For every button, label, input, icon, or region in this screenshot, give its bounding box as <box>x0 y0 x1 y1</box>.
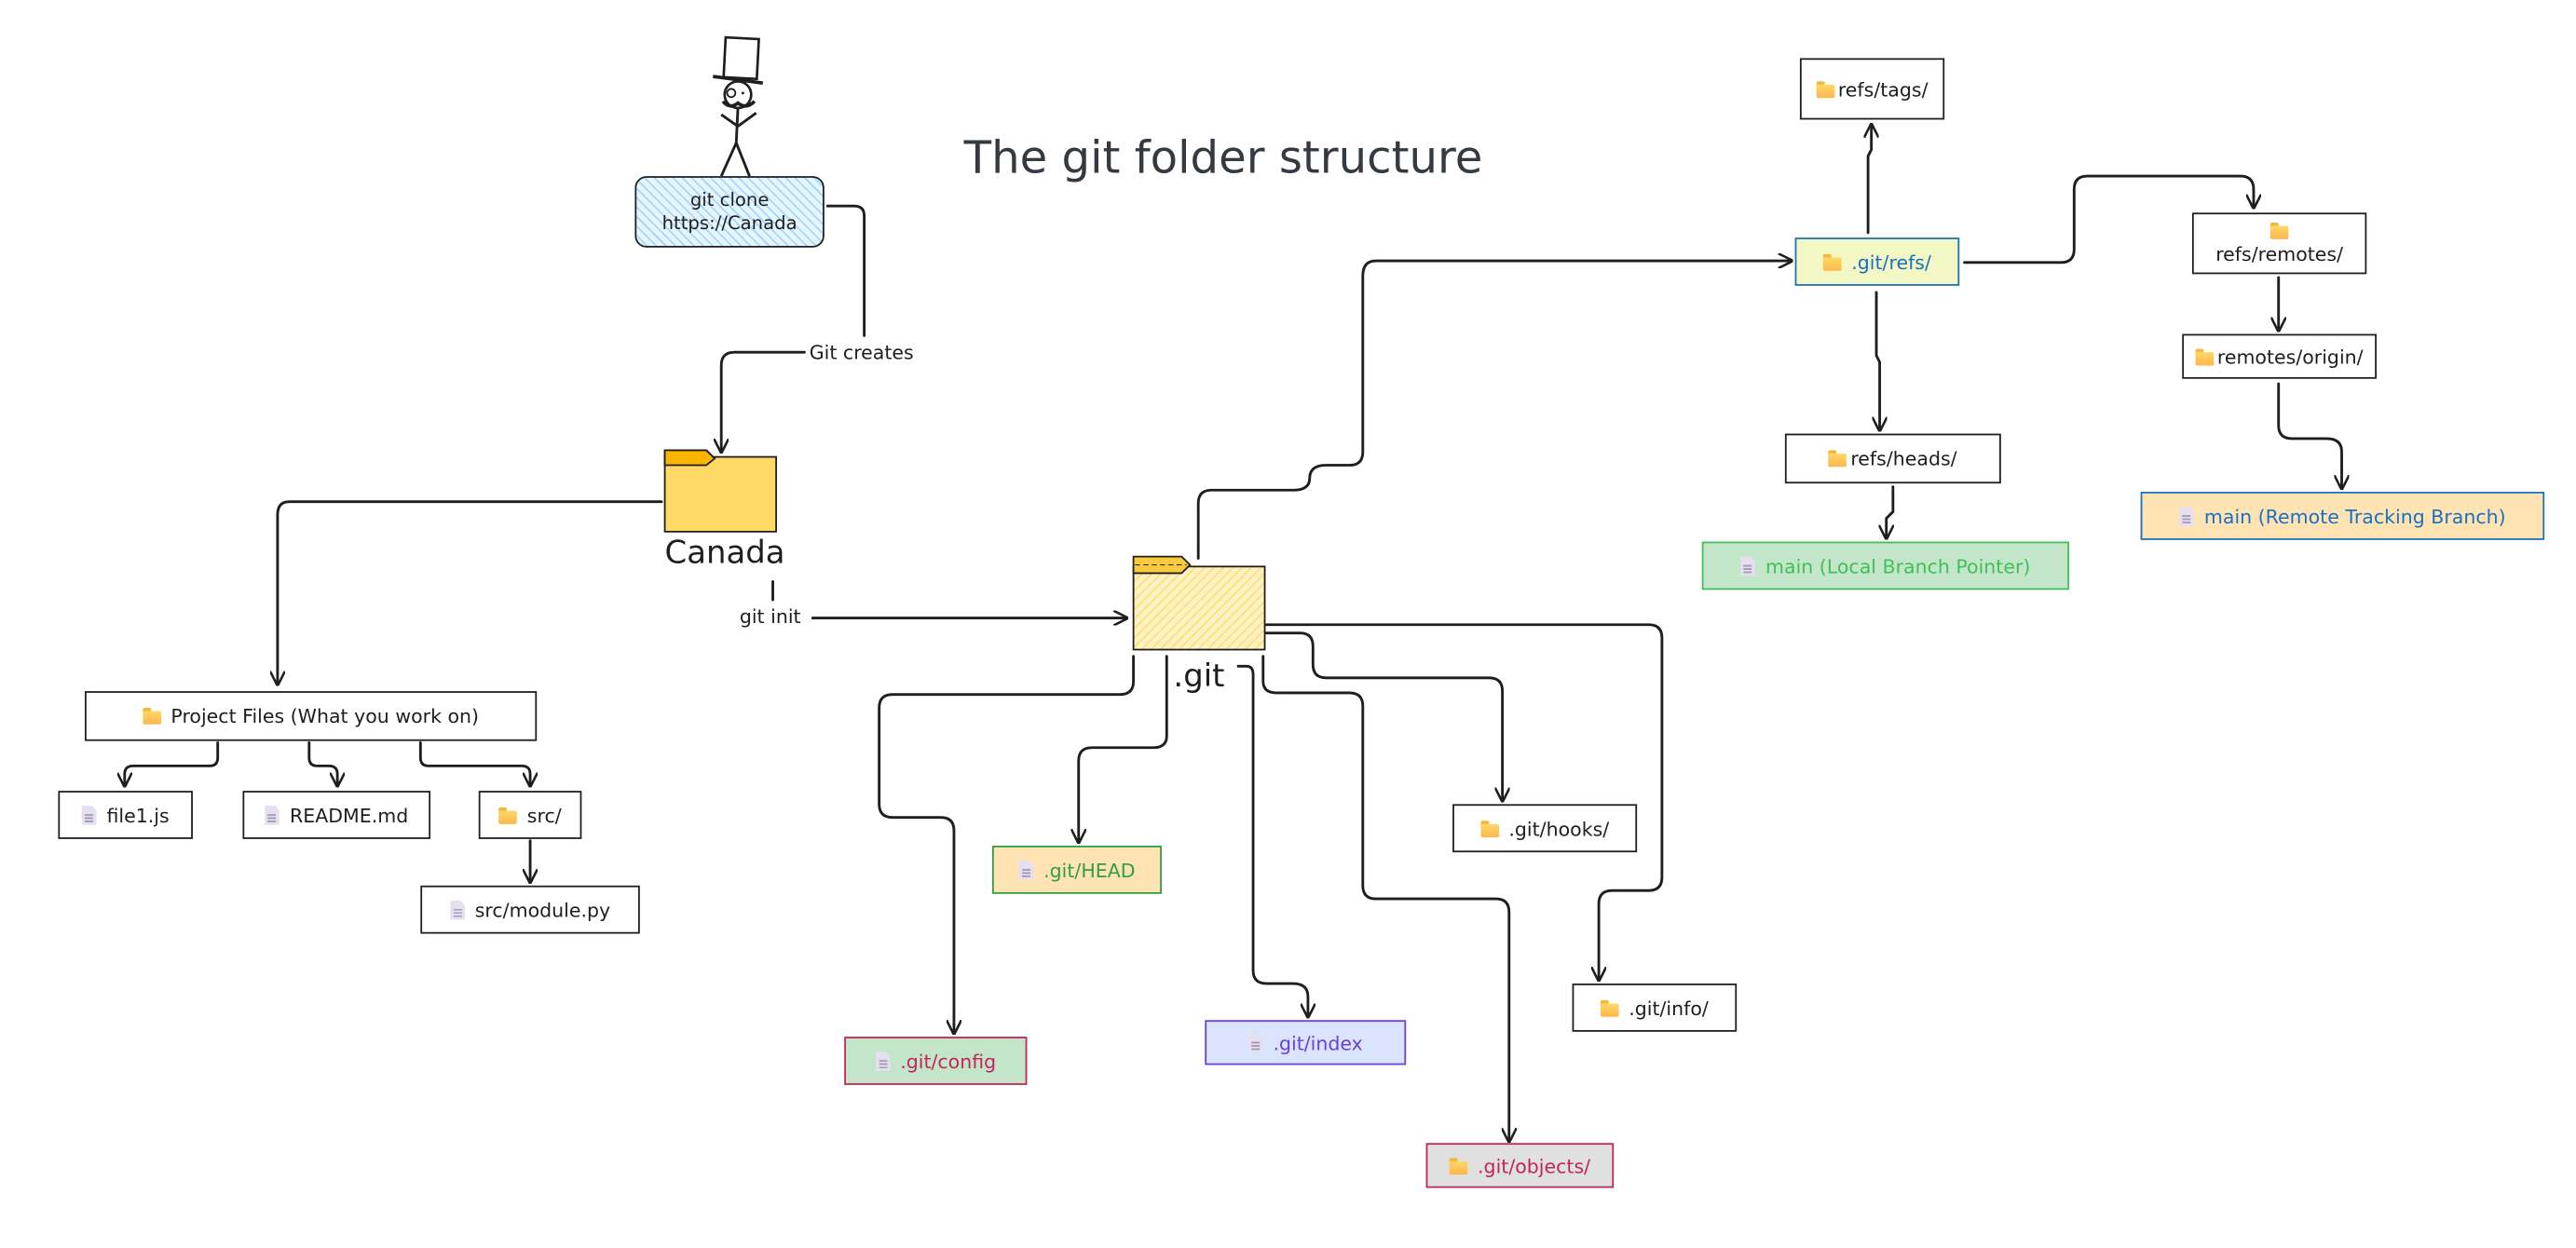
edge-to-readme <box>307 740 337 785</box>
edge-origin-to-remote-main <box>2277 382 2342 488</box>
readme-md-label: README.md <box>289 803 409 827</box>
git-objects-label: .git/objects/ <box>1478 1153 1591 1177</box>
dotgit-folder-icon <box>1132 555 1266 651</box>
git-head-node[interactable]: .git/HEAD <box>991 846 1162 894</box>
folder-icon <box>1480 820 1499 837</box>
file-icon <box>1740 555 1756 577</box>
git-hooks-node[interactable]: .git/hooks/ <box>1452 804 1638 853</box>
edge-git-to-head <box>1079 655 1168 843</box>
git-index-node[interactable]: .git/index <box>1205 1020 1407 1065</box>
edge-git-to-refs <box>1196 261 1792 560</box>
canada-folder-icon <box>663 449 777 533</box>
edge-git-to-hooks <box>1264 631 1502 801</box>
edge-git-creates-to-canada <box>721 350 806 452</box>
local-main-branch-node[interactable]: main (Local Branch Pointer) <box>1701 541 2069 590</box>
git-info-node[interactable]: .git/info/ <box>1572 983 1738 1032</box>
folder-icon <box>1822 253 1842 270</box>
edge-git-to-index <box>1236 664 1308 1016</box>
file-icon <box>1018 860 1034 880</box>
git-config-label: .git/config <box>900 1049 997 1073</box>
git-objects-node[interactable]: .git/objects/ <box>1425 1143 1615 1188</box>
git-config-node[interactable]: .git/config <box>844 1037 1028 1085</box>
remotes-origin-label: remotes/origin/ <box>2216 345 2364 369</box>
dotgit-folder-label: .git <box>1173 658 1225 695</box>
git-clone-command: git clone https://Canada <box>634 176 825 248</box>
refs-tags-node[interactable]: refs/tags/ <box>1799 58 1945 120</box>
src-module-py-node[interactable]: src/module.py <box>420 885 640 934</box>
file-icon <box>1247 1032 1263 1053</box>
refs-heads-node[interactable]: refs/heads/ <box>1784 433 2001 484</box>
folder-icon <box>2195 347 2215 365</box>
git-refs-label: .git/refs/ <box>1851 250 1931 274</box>
src-folder-node[interactable]: src/ <box>478 791 582 839</box>
refs-tags-label: refs/tags/ <box>1837 76 1929 101</box>
refs-remotes-node[interactable]: refs/remotes/ <box>2191 212 2367 275</box>
edge-refs-to-tags <box>1868 125 1872 235</box>
file1-js-label: file1.js <box>106 803 170 827</box>
edge-refs-to-heads <box>1876 291 1880 430</box>
git-head-label: .git/HEAD <box>1043 858 1136 882</box>
edge-git-to-info <box>1264 623 1664 981</box>
folder-icon <box>2269 222 2289 238</box>
edge-label-git-creates: Git creates <box>806 340 918 364</box>
edge-clone-to-canada <box>825 204 866 337</box>
canada-folder-label: Canada <box>664 535 785 572</box>
folder-icon <box>1449 1157 1468 1174</box>
local-main-branch-label: main (Local Branch Pointer) <box>1765 553 2031 577</box>
readme-md-node[interactable]: README.md <box>242 791 431 839</box>
edge-label-git-init: git init <box>736 604 805 629</box>
project-files-label: Project Files (What you work on) <box>170 704 480 728</box>
git-refs-node[interactable]: .git/refs/ <box>1794 237 1960 286</box>
remotes-origin-node[interactable]: remotes/origin/ <box>2182 333 2377 379</box>
file-icon <box>265 805 280 825</box>
project-files-node[interactable]: Project Files (What you work on) <box>84 691 538 741</box>
git-info-label: .git/info/ <box>1629 996 1709 1020</box>
file-icon <box>81 805 97 825</box>
file1-js-node[interactable]: file1.js <box>58 791 193 839</box>
edge-git-to-objects <box>1261 655 1509 1142</box>
folder-icon <box>498 807 518 823</box>
refs-remotes-label: refs/remotes/ <box>2215 241 2344 265</box>
edge-refs-to-remotes <box>1963 174 2254 265</box>
src-module-py-label: src/module.py <box>474 898 611 922</box>
file-icon <box>875 1051 891 1071</box>
remote-main-branch-node[interactable]: main (Remote Tracking Branch) <box>2140 492 2545 540</box>
folder-icon <box>143 707 161 725</box>
edge-git-to-config <box>878 655 1136 1034</box>
edge-heads-to-local-main <box>1887 485 1895 538</box>
edge-to-src <box>418 740 530 785</box>
remote-main-branch-label: main (Remote Tracking Branch) <box>2203 504 2506 528</box>
diagram-title: The git folder structure <box>963 132 1483 185</box>
file-icon <box>449 899 466 920</box>
file-icon <box>2179 506 2195 526</box>
edge-canada-to-project-files <box>278 500 663 685</box>
git-clone-line-1: git clone <box>689 188 770 210</box>
git-hooks-label: .git/hooks/ <box>1508 816 1610 840</box>
refs-heads-label: refs/heads/ <box>1850 446 1957 470</box>
src-folder-label: src/ <box>526 803 562 827</box>
top-hat-stick-figure-icon <box>713 35 764 177</box>
folder-icon <box>1816 80 1835 98</box>
folder-icon <box>1829 450 1847 468</box>
git-clone-line-2: https://Canada <box>661 211 797 234</box>
folder-icon <box>1600 999 1619 1016</box>
edge-to-file1 <box>125 740 220 785</box>
git-index-label: .git/index <box>1273 1030 1363 1054</box>
